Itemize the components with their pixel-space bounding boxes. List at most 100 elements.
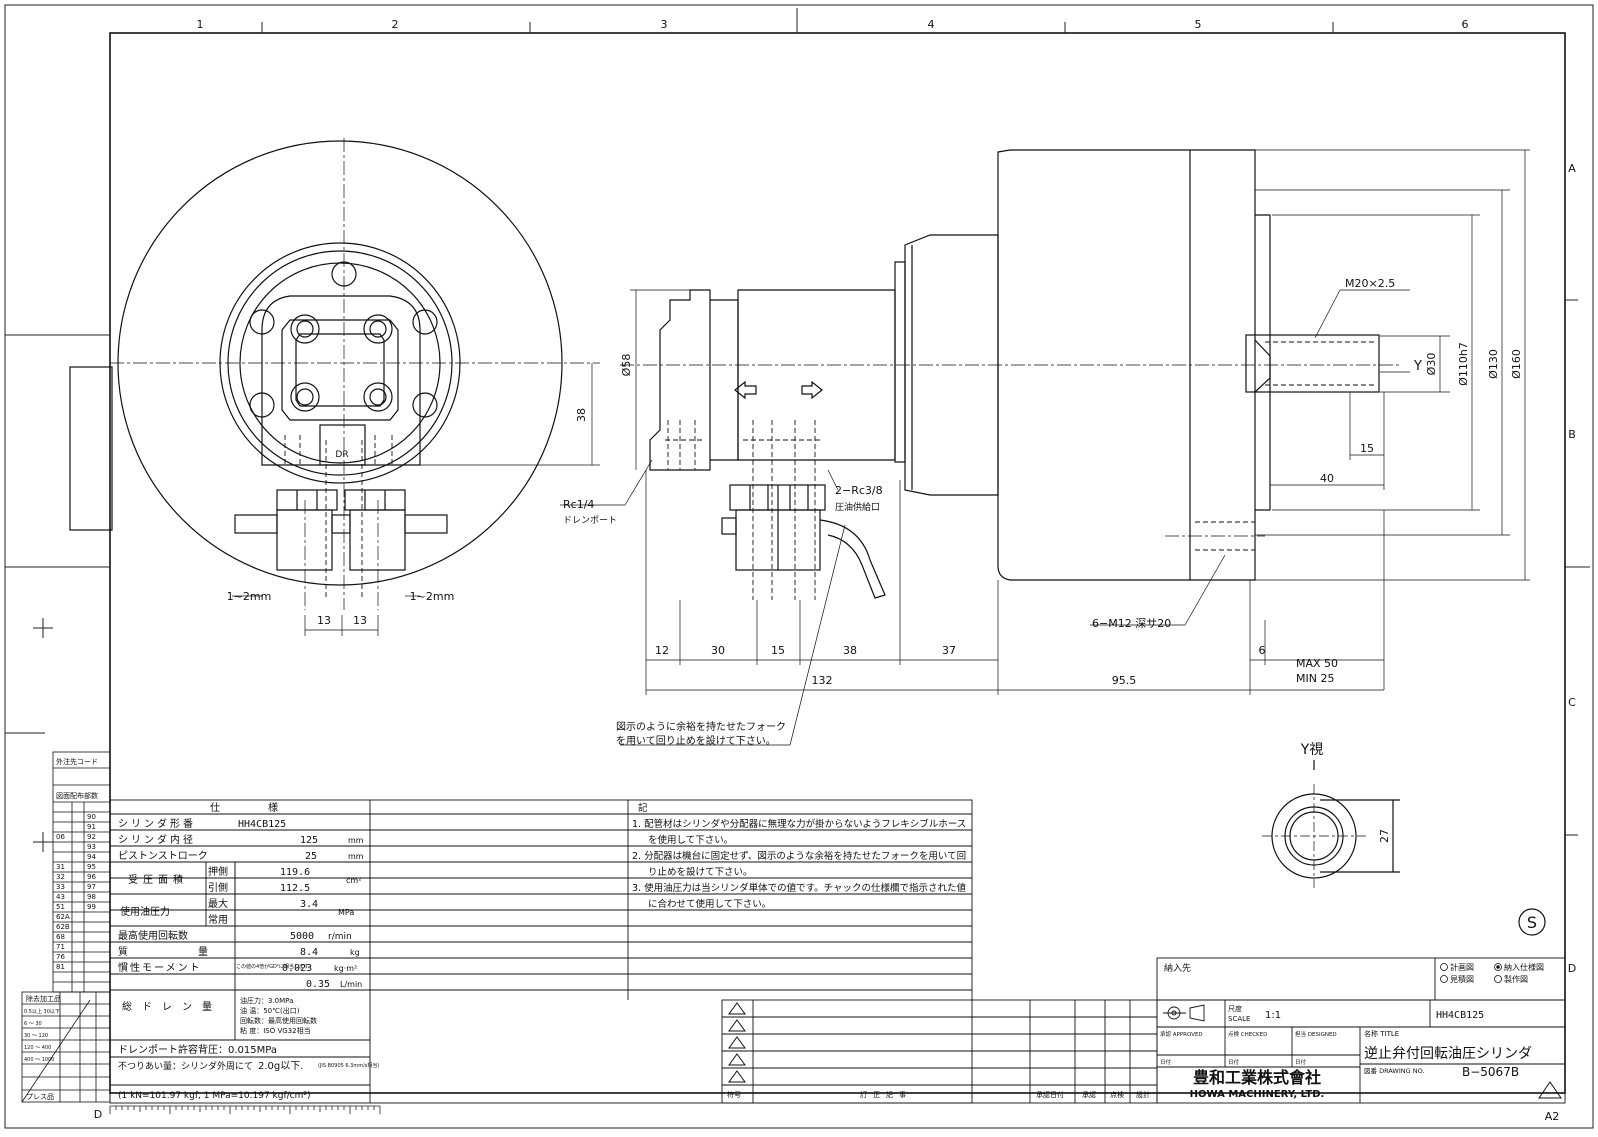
dim-38: 38 xyxy=(843,644,857,657)
spec-drain-val: 0.35 xyxy=(306,979,330,990)
end-view-centerlines xyxy=(110,138,600,610)
distributor-side xyxy=(737,289,896,461)
note-line-6: に合わせて使用して下さい。 xyxy=(648,898,771,910)
y-view-dim-27: 27 xyxy=(1378,829,1391,843)
spec-area-pull-val: 112.5 xyxy=(280,883,310,894)
rev-design-label: 設計 xyxy=(1136,1090,1150,1099)
spec-label-area: 受圧面積 xyxy=(128,873,188,886)
rev-content-label: 訂正記事 xyxy=(860,1090,912,1099)
spec-backpressure: ドレンポート許容背圧：0.015MPa xyxy=(118,1043,277,1056)
rev-approve-label: 承認 xyxy=(1082,1090,1096,1099)
tol-row-3: 30 ～ 120 xyxy=(24,1033,48,1039)
tol-footer: プレス品 xyxy=(26,1093,54,1101)
date-label-3: 日付 xyxy=(1295,1058,1307,1066)
dim-38-vertical: 38 xyxy=(575,408,588,422)
dim-13-left: 13 xyxy=(317,614,331,627)
zone-labels: 1 2 3 4 5 6 A B C D D A2 xyxy=(94,18,1576,1123)
tol-row-4: 120 ～ 400 xyxy=(24,1045,51,1051)
checked-label: 点検 CHECKED xyxy=(1228,1030,1267,1038)
spec-speed-unit: r/min xyxy=(328,932,352,942)
spec-inertia-note: この値の4倍がGD²に相当します。 xyxy=(236,963,313,970)
option-delivery-spec: 納入仕様図 xyxy=(1504,962,1544,972)
left-code-51: 51 xyxy=(56,903,65,911)
tol-row-1: 0.5以上 30以下 xyxy=(24,1008,60,1015)
note-line-2: を使用して下さい。 xyxy=(648,834,733,846)
cylinder-nose xyxy=(904,234,999,496)
spec-drain-cond-1: 油圧力：3.0MPa xyxy=(240,996,293,1005)
scale-ruler xyxy=(109,1105,381,1114)
drawing-frame xyxy=(109,32,1566,1094)
left-code-76: 76 xyxy=(56,953,65,961)
model-number: HH4CB125 xyxy=(1436,1010,1484,1021)
code-96: 96 xyxy=(87,873,96,881)
dim-dia30: Ø30 xyxy=(1425,353,1438,376)
spec-area-push-val: 119.6 xyxy=(280,867,310,878)
code-91: 91 xyxy=(87,823,96,831)
col-label-3: 3 xyxy=(661,18,668,31)
dim-min25: MIN 25 xyxy=(1296,672,1334,685)
spec-pressure-max: 最大 xyxy=(208,897,228,910)
distributor-body xyxy=(261,295,421,466)
spec-mass-val: 8.4 xyxy=(300,947,318,958)
code-95: 95 xyxy=(87,863,96,871)
spec-mass-unit: kg xyxy=(350,948,360,957)
row-label-b: B xyxy=(1568,428,1576,441)
left-table-title-2: 図面配布部数 xyxy=(56,791,98,800)
left-code-32: 32 xyxy=(56,873,65,881)
note-line-5: 3. 使用油圧力は当シリンダ単体での値です。チャックの仕様欄で指示された値 xyxy=(632,882,967,894)
spec-label-speed: 最高使用回転数 xyxy=(118,929,188,942)
dim-30: 30 xyxy=(711,644,725,657)
date-label-1: 日付 xyxy=(1160,1058,1172,1066)
spec-pressure-normal: 常用 xyxy=(208,913,228,926)
row-label-d: D xyxy=(1568,962,1576,975)
col-label-4: 4 xyxy=(928,18,935,31)
spec-label-inertia: 慣性モーメント xyxy=(118,961,202,974)
spec-label-mass: 質量 xyxy=(118,945,278,958)
spec-label-model: シリンダ形番 xyxy=(118,817,196,830)
note-line-4: り止めを設けて下さい。 xyxy=(648,866,753,878)
code-92: 92 xyxy=(87,833,96,841)
code-90: 90 xyxy=(87,813,96,821)
option-estimate: 見積図 xyxy=(1450,974,1474,984)
dim-12: 12 xyxy=(655,644,669,657)
revision-triangles xyxy=(728,1002,746,1083)
dim-m20: M20×2.5 xyxy=(1345,277,1395,290)
left-code-62b: 62B xyxy=(56,923,70,931)
end-view-hidden xyxy=(284,435,393,600)
row-label-d-left: D xyxy=(94,1108,102,1121)
spec-value-bore: 125 xyxy=(300,835,318,846)
left-stub xyxy=(69,366,113,531)
spec-unit-stroke: mm xyxy=(348,852,364,861)
side-view-centerline xyxy=(620,364,1400,537)
title-block xyxy=(1156,957,1566,1104)
y-view-title: Y視 xyxy=(1300,742,1324,758)
spec-speed-val: 5000 xyxy=(290,931,314,942)
spec-label-pressure: 使用油圧力 xyxy=(120,905,170,918)
supply-hose xyxy=(819,519,886,599)
spec-unbalance-c: (JIS B0905 6.3mm/s相当) xyxy=(318,1062,379,1069)
fork-note-line-1: 図示のように余裕を持たせたフォーク xyxy=(616,720,786,733)
spec-area-push: 押側 xyxy=(208,865,228,878)
rev-date-label: 承認日付 xyxy=(1036,1090,1064,1099)
date-label-2: 日付 xyxy=(1228,1058,1240,1066)
left-code-71: 71 xyxy=(56,943,65,951)
y-arrow-label: Y xyxy=(1413,359,1422,374)
tol-row-2: 6 ～ 30 xyxy=(24,1021,42,1027)
revision-table xyxy=(721,999,1158,1104)
option-production: 製作図 xyxy=(1504,974,1528,984)
left-code-33: 33 xyxy=(56,883,65,891)
spec-inertia-val: 0.023 xyxy=(282,963,312,974)
option-plan: 計画図 xyxy=(1450,962,1474,972)
spec-inertia-unit: kg·m² xyxy=(334,964,357,973)
spec-conversion: (1 kN=101.97 kgf, 1 MPa=10.197 kgf/cm²) xyxy=(118,1091,311,1101)
col-label-2: 2 xyxy=(392,18,399,31)
y-view xyxy=(1271,760,1400,879)
spec-table xyxy=(109,799,973,1104)
col-label-1: 1 xyxy=(197,18,204,31)
approved-label: 承認 APPROVED xyxy=(1160,1030,1203,1038)
code-97: 97 xyxy=(87,883,96,891)
spec-drain-unit: L/min xyxy=(340,980,362,989)
spec-header-left: 仕 xyxy=(210,801,220,814)
dim-gap-right: 1~2mm xyxy=(410,590,455,603)
sheet-size: A2 xyxy=(1545,1110,1560,1123)
